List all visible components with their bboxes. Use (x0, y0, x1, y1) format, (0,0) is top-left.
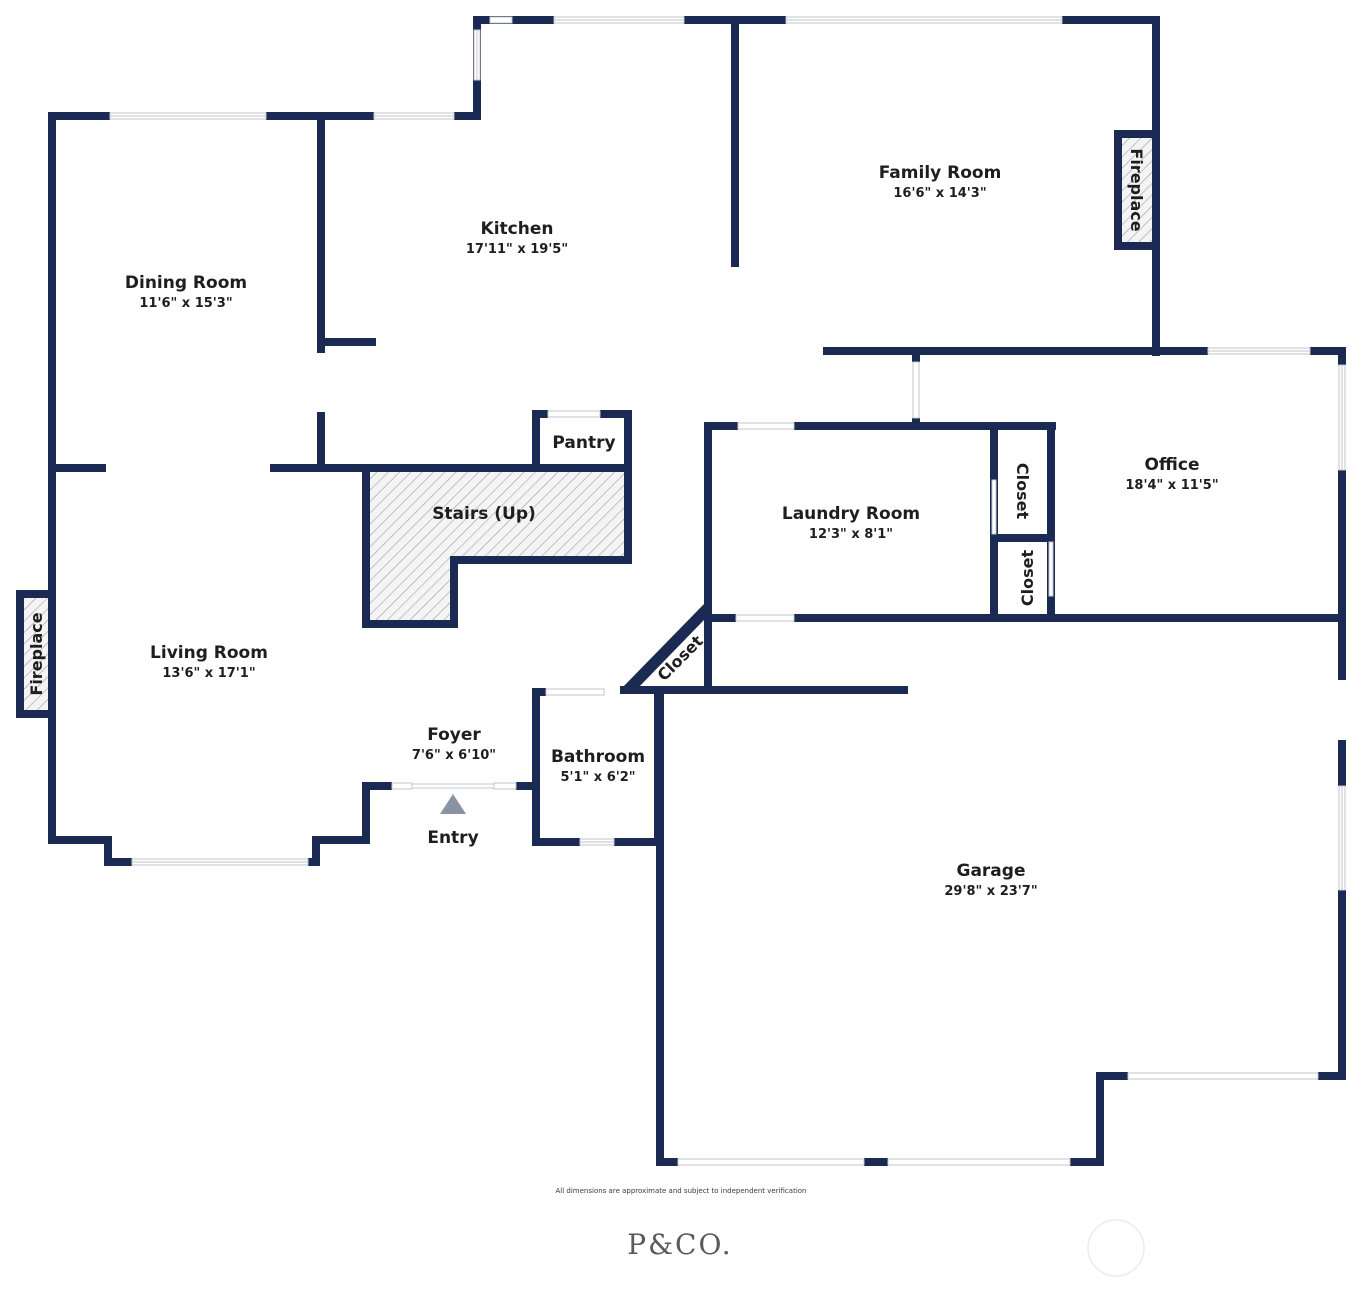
office-dims: 18'4" x 11'5" (1125, 478, 1218, 493)
bathroom-dims: 5'1" x 6'2" (560, 770, 635, 785)
family-room-dims: 16'6" x 14'3" (893, 186, 986, 201)
room-labels: Kitchen 17'11" x 19'5" Family Room 16'6"… (27, 148, 1219, 899)
garage-name: Garage (957, 861, 1026, 881)
closet-lower-label: Closet (1018, 550, 1037, 607)
entry-arrow-icon (440, 794, 466, 814)
living-room-name: Living Room (150, 643, 268, 663)
laundry-room-dims: 12'3" x 8'1" (809, 527, 893, 542)
living-room-dims: 13'6" x 17'1" (162, 666, 255, 681)
pantry-name: Pantry (552, 433, 615, 453)
garage-dims: 29'8" x 23'7" (944, 884, 1037, 899)
dining-room-dims: 11'6" x 15'3" (139, 296, 232, 311)
closet-upper-label: Closet (1013, 463, 1032, 520)
windows (109, 16, 1346, 1166)
watermark-circle (1087, 1219, 1145, 1277)
walls (16, 16, 1346, 1166)
family-fireplace-label: Fireplace (1127, 148, 1146, 231)
brand-logo: P&CO. (627, 1228, 732, 1261)
dining-room-name: Dining Room (125, 273, 247, 293)
bathroom-name: Bathroom (551, 747, 645, 767)
office-name: Office (1144, 455, 1199, 475)
foyer-name: Foyer (427, 725, 481, 745)
stairs-area (370, 472, 624, 620)
entry-label: Entry (427, 828, 478, 848)
stairs-name: Stairs (Up) (432, 504, 536, 524)
kitchen-dims: 17'11" x 19'5" (466, 242, 568, 257)
foyer-dims: 7'6" x 6'10" (412, 748, 496, 763)
family-room-name: Family Room (879, 163, 1002, 183)
kitchen-name: Kitchen (481, 219, 554, 239)
laundry-room-name: Laundry Room (782, 504, 920, 524)
disclaimer-text: All dimensions are approximate and subje… (556, 1187, 807, 1195)
living-fireplace-label: Fireplace (27, 612, 46, 695)
